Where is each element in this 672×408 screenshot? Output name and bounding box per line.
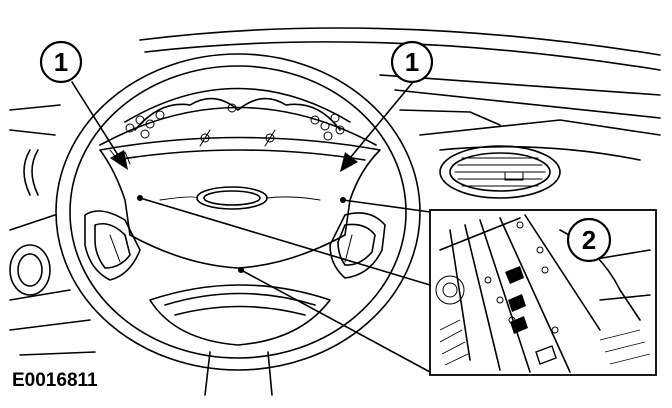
figure-code: E0016811 xyxy=(12,370,98,391)
callout-arrows xyxy=(71,81,414,172)
callout-2: 2 xyxy=(566,217,612,263)
arrow-head-left xyxy=(110,150,128,170)
callout-2-label: 2 xyxy=(582,225,596,255)
callout-1-right: 1 xyxy=(390,40,434,84)
air-vent xyxy=(439,145,561,199)
steering-wheel-rim xyxy=(55,53,421,371)
leader-lines xyxy=(139,197,431,373)
callout-1-right-label: 1 xyxy=(405,47,419,77)
airbag-module xyxy=(99,136,381,273)
callout-1-left-label: 1 xyxy=(54,47,68,77)
instrument-cluster xyxy=(109,87,351,165)
dashboard-outline xyxy=(9,27,661,331)
arrow-head-right xyxy=(340,152,358,172)
callout-1-left: 1 xyxy=(39,40,83,84)
detail-inset xyxy=(429,209,657,376)
